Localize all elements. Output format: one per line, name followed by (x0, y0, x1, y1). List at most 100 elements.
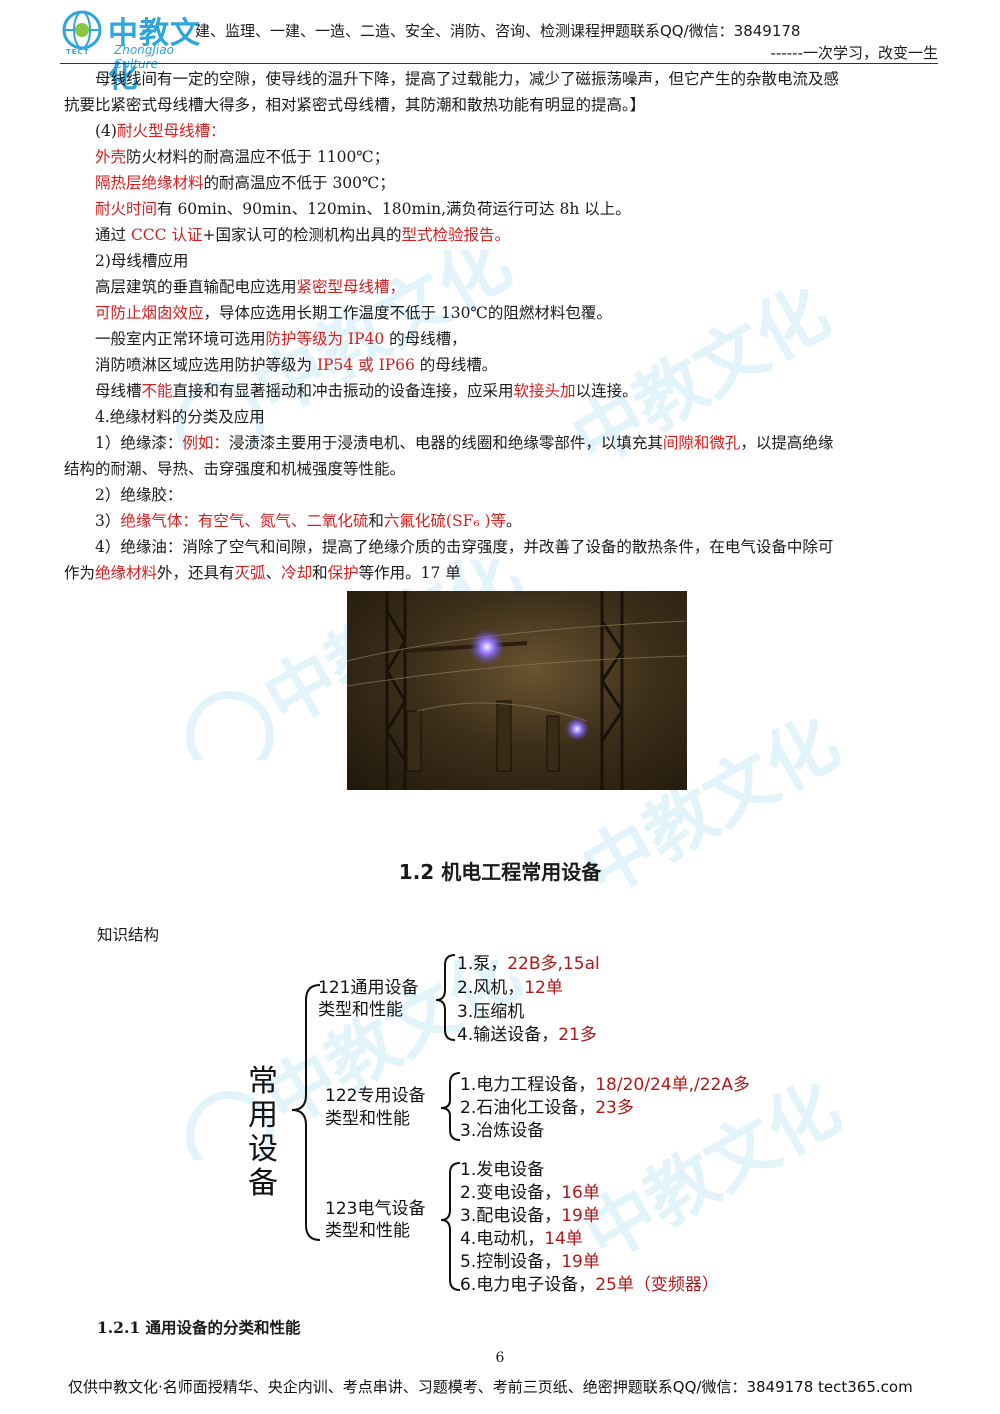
group-brace (440, 1162, 461, 1291)
highlight-text: 灭弧 (234, 564, 266, 582)
highlight-text: 型式检验报告。 (401, 226, 510, 244)
item-label: 5.控制设备， (460, 1252, 562, 1272)
paragraph: 耐火时间有 60min、90min、120min、180min,满负荷运行可达 … (64, 196, 942, 222)
group-title: 类型和性能 (325, 1221, 410, 1241)
item-label: 1.发电设备 (460, 1160, 545, 1180)
text-span: 的母线槽， (384, 330, 467, 348)
paragraph: (4)耐火型母线槽： (64, 118, 942, 144)
mindmap-item: 2.石油化工设备，23多 (460, 1097, 634, 1119)
item-note: 19单 (561, 1206, 600, 1226)
text-span: 、 (265, 564, 282, 582)
text-span: 等作用。17 单 (358, 564, 461, 582)
text-span: 和 (368, 512, 384, 530)
highlight-text: 耐火型母线槽： (116, 122, 226, 140)
mindmap-item: 2.风机，12单 (457, 977, 563, 999)
item-label: 2.石油化工设备， (460, 1098, 596, 1118)
text-span: ，以提高绝缘 (740, 434, 834, 452)
item-label: 6.电力电子设备， (460, 1275, 596, 1295)
highlight-text: 紧密型母线槽， (296, 278, 406, 296)
item-note: 16单 (561, 1183, 600, 1203)
text-span: 有 60min、90min、120min、180min,满负荷运行可达 8h 以… (157, 200, 631, 218)
mindmap-item: 2.变电设备，16单 (460, 1182, 600, 1204)
text-span: 消防喷淋区域应选用防护等级为 (95, 356, 317, 374)
paragraph: 4）绝缘油：消除了空气和间隙，提高了绝缘介质的击穿强度，并改善了设备的散热条件，… (64, 534, 942, 560)
paragraph: 2）绝缘胶： (64, 482, 942, 508)
logo-text: 中教文化 (108, 16, 201, 95)
root-char: 用 (248, 1098, 278, 1133)
text-span: 的母线槽。 (414, 356, 498, 374)
logo-badge: TECT (66, 48, 90, 56)
body-text: 母线线间有一定的空隙，使导线的温升下降，提高了过载能力，减少了磁振荡噪声，但它产… (64, 66, 942, 586)
paragraph: 通过 CCC 认证+国家认可的检测机构出具的型式检验报告。 (64, 222, 942, 248)
section-heading: 1.2 机电工程常用设备 (398, 860, 602, 884)
item-note: 12单 (524, 978, 563, 998)
highlight-text: 软接头加 (513, 382, 576, 400)
highlight-text: 不能 (141, 382, 173, 400)
mindmap-item: 6.电力电子设备，25单（变频器） (460, 1274, 719, 1296)
item-label: 1.电力工程设备， (460, 1075, 596, 1095)
item-note: 22B多,15al (507, 954, 600, 974)
item-label: 2.风机， (457, 978, 525, 998)
paragraph: 结构的耐潮、导热、击穿强度和机械强度等性能。 (64, 456, 942, 482)
group-brace (440, 1072, 461, 1141)
root-brace (291, 984, 321, 1241)
text-span: 高层建筑的垂直输配电应选用 (95, 278, 297, 296)
highlight-text: 保护 (327, 564, 359, 582)
highlight-text: 绝缘材料 (95, 564, 158, 582)
text-line: 抗要比紧密式母线槽大得多，相对紧密式母线槽，其防潮和散热功能有明显的提高。】 (64, 96, 646, 114)
page-footer: 仅供中教文化·名师面授精华、央企内训、考点串讲、习题模考、考前三页纸、绝密押题联… (68, 1378, 913, 1396)
paragraph: 4.绝缘材料的分类及应用 (64, 404, 942, 430)
text-span: 2）绝缘胶： (95, 486, 183, 504)
text-span: 结构的耐潮、导热、击穿强度和机械强度等性能。 (64, 460, 406, 478)
paragraph: 母线槽不能直接和有显著摇动和冲击振动的设备连接，应采用软接头加以连接。 (64, 378, 942, 404)
brand-logo: 中教文化 ZhongJiao Culture TECT (58, 8, 218, 95)
paragraph: 可防止烟囱效应，导体应选用长期工作温度不低于 130℃的阻燃材料包覆。 (64, 300, 942, 326)
text-span: (4) (95, 122, 117, 140)
group-title: 122专用设备 (325, 1086, 426, 1106)
item-note: 21多 (558, 1025, 597, 1045)
text-span: ，导体应选用长期工作温度不低于 130℃的阻燃材料包覆。 (203, 304, 612, 322)
item-label: 3.冶炼设备 (460, 1121, 545, 1141)
group-title: 类型和性能 (318, 1000, 403, 1020)
header-slogan: ------一次学习，改变一生 (770, 44, 938, 62)
item-label: 3.配电设备， (460, 1206, 562, 1226)
subsection-heading: 1.2.1 通用设备的分类和性能 (97, 1318, 301, 1337)
item-label: 2.变电设备， (460, 1183, 562, 1203)
paragraph: 一般室内正常环境可选用防护等级为 IP40 的母线槽， (64, 326, 942, 352)
item-label: 4.电动机， (460, 1229, 545, 1249)
item-note: 25单（变频器） (595, 1275, 719, 1295)
mindmap-root: 常 用 设 备 (248, 1065, 282, 1201)
text-span: 外，还具有 (157, 564, 235, 582)
highlight-text: 外壳 (95, 148, 127, 166)
paragraph: 消防喷淋区域应选用防护等级为 IP54 或 IP66 的母线槽。 (64, 352, 942, 378)
text-span: 1）绝缘漆： (95, 434, 183, 452)
logo-subtitle: ZhongJiao Culture (114, 43, 174, 71)
text-span: 以连接。 (575, 382, 638, 400)
text-line: 母线线间有一定的空隙，使导线的温升下降，提高了过载能力，减少了磁振荡噪声，但它产… (95, 70, 840, 88)
text-span: 4.绝缘材料的分类及应用 (95, 408, 265, 426)
knowledge-mindmap: 常 用 设 备 121通用设备 类型和性能 1.泵，22B多,15al 2.风机… (240, 945, 800, 1305)
mindmap-item: 3.压缩机 (457, 1001, 524, 1023)
header-contact-line: 建、监理、一建、一造、二造、安全、消防、咨询、检测课程押题联系QQ/微信：384… (195, 22, 801, 40)
paragraph: 3）绝缘气体：有空气、氮气、二氧化硫和六氟化硫(SF₆ )等。 (64, 508, 942, 534)
root-char: 备 (248, 1166, 278, 1201)
item-note: 23多 (595, 1098, 634, 1118)
text-span: 2)母线槽应用 (95, 252, 189, 270)
globe-icon (62, 10, 102, 50)
paragraph: 母线线间有一定的空隙，使导线的温升下降，提高了过载能力，减少了磁振荡噪声，但它产… (64, 66, 942, 92)
item-label: 3.压缩机 (457, 1002, 525, 1022)
page-number: 6 (495, 1350, 505, 1366)
text-span: 一般室内正常环境可选用 (95, 330, 266, 348)
root-char: 设 (248, 1132, 278, 1167)
highlight-text: 绝缘气体：有空气、氮气、二氧化硫 (120, 512, 369, 530)
group-brace (435, 954, 456, 1041)
highlight-text: IP54 或 IP66 (316, 356, 415, 374)
text-span: 母线槽 (95, 382, 142, 400)
item-note: 18/20/24单,/22A多 (595, 1075, 750, 1095)
text-span: 。 (506, 512, 522, 530)
mindmap-item: 1.电力工程设备，18/20/24单,/22A多 (460, 1074, 750, 1096)
highlight-text: 耐火时间 (95, 200, 158, 218)
highlight-text: 例如： (182, 434, 229, 452)
text-span: 的耐高温应不低于 300℃； (203, 174, 395, 192)
text-span: 通过 (95, 226, 131, 244)
